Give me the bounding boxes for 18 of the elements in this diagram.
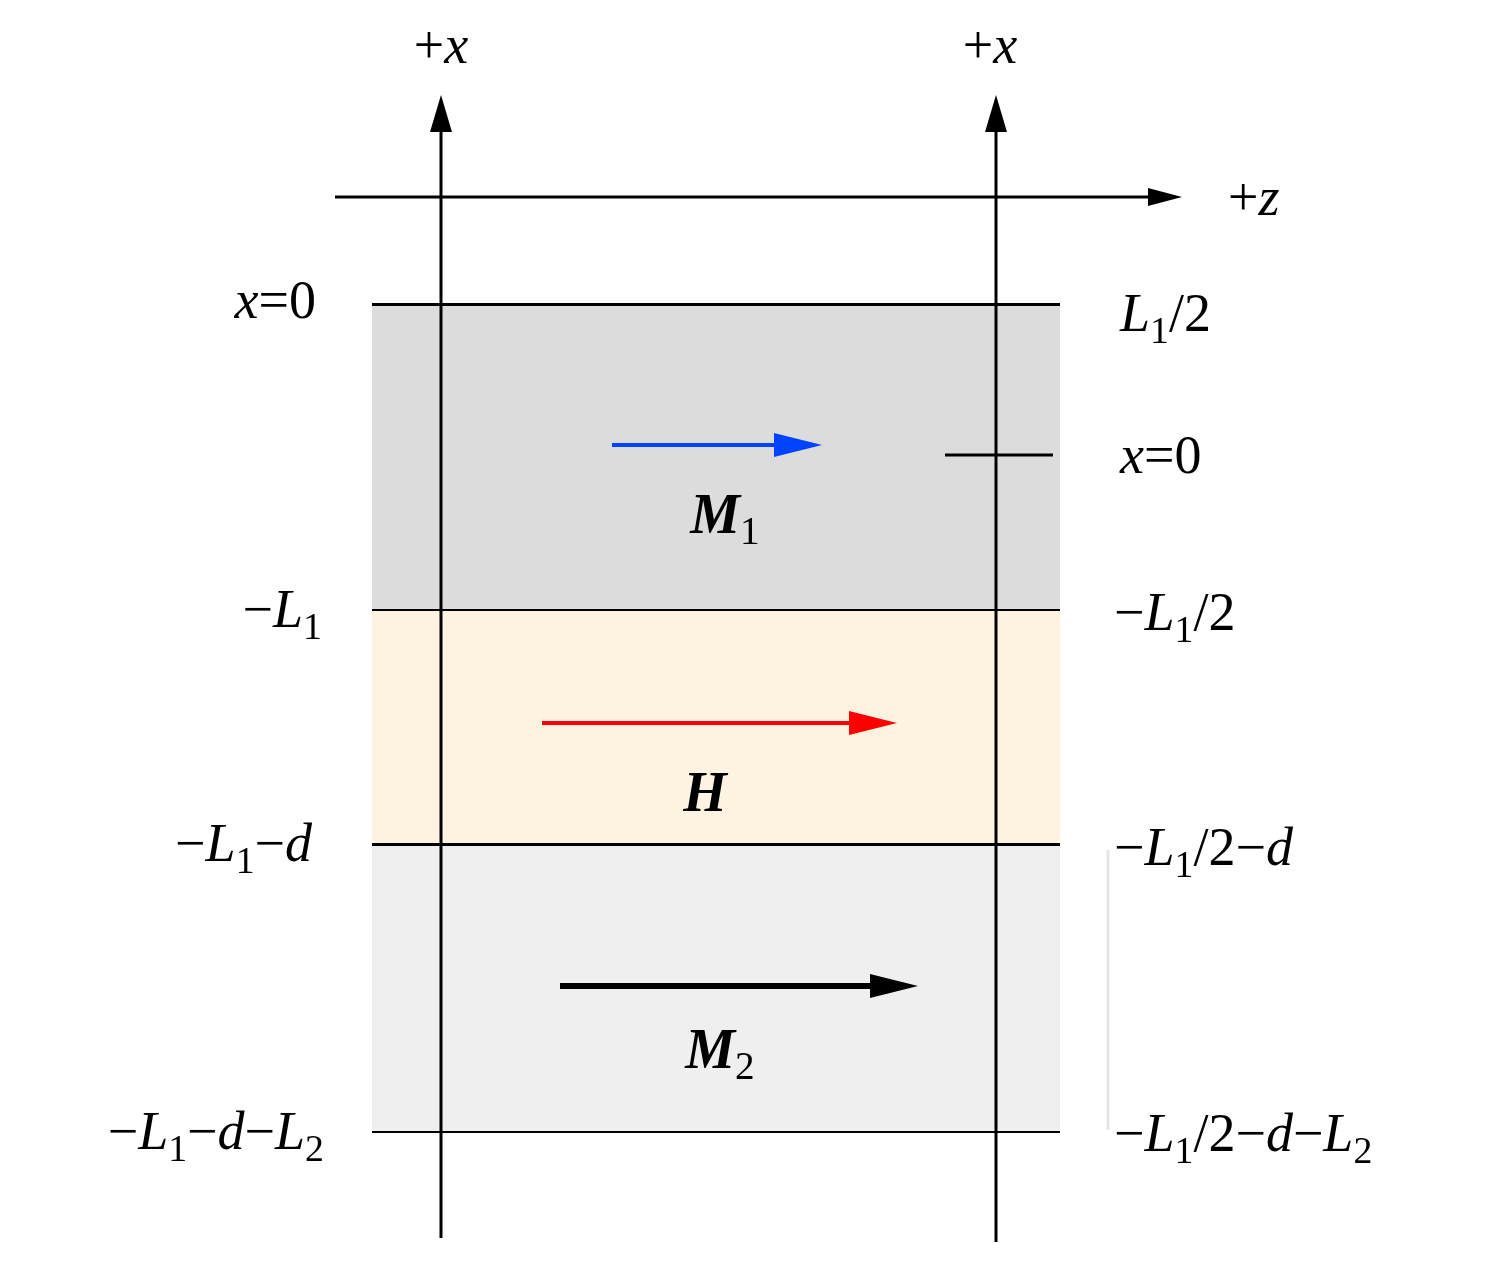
axis-label: −L$_{1}$ xyxy=(242,582,322,646)
layer-band xyxy=(372,303,1060,609)
axis-label: +x xyxy=(413,18,469,72)
axis-label: x=0 xyxy=(1120,428,1202,482)
axis-label: +x xyxy=(962,18,1018,72)
axis-label: −L$_{1}$−d−L$_{2}$ xyxy=(107,1104,324,1168)
axis-label: −L$_{1}$/2 xyxy=(1114,585,1236,649)
layer-label: H xyxy=(683,764,727,820)
layer-band xyxy=(372,609,1060,843)
axis-label: −L$_{1}$/2−d−L$_{2}$ xyxy=(1114,1106,1373,1170)
axis-label: x=0 xyxy=(234,273,316,327)
axis-label: L$_{1}$/2 xyxy=(1120,286,1211,350)
axis-label: −L$_{1}$/2−d xyxy=(1114,820,1293,884)
axis-label: +z xyxy=(1228,170,1280,224)
layer-label: M$_{1}$ xyxy=(690,485,760,551)
layer-band xyxy=(372,843,1060,1132)
axis-label: −L$_{1}$−d xyxy=(175,816,312,880)
layer-label: M$_{2}$ xyxy=(685,1020,755,1086)
